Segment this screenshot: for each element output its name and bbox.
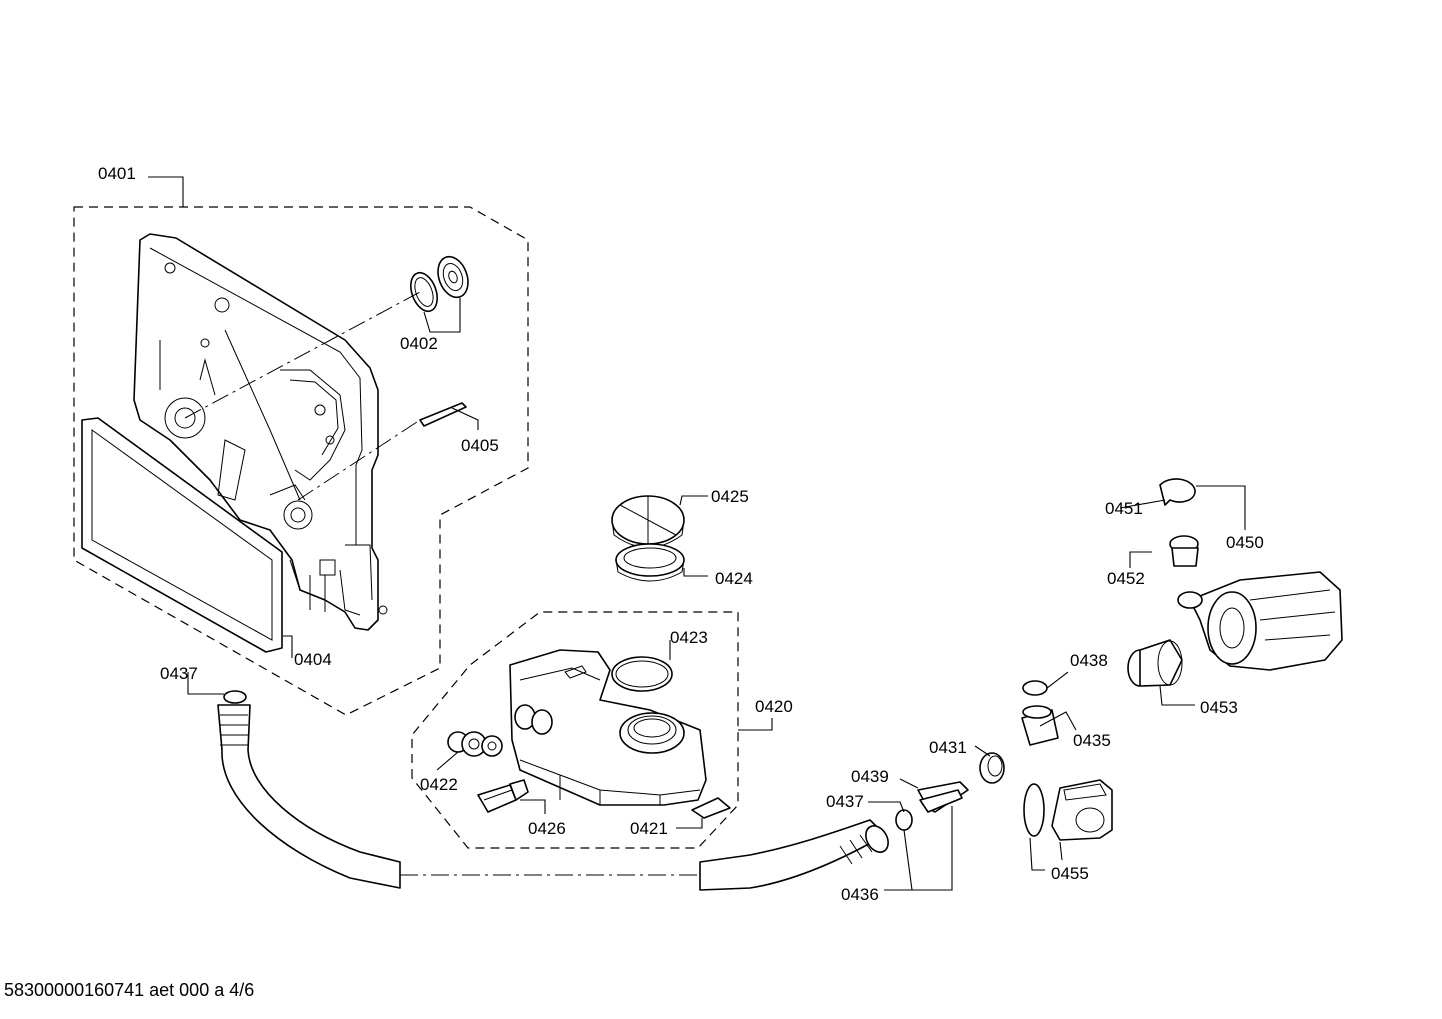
fitting-part: [1169, 535, 1199, 567]
label-0421: 0421: [630, 819, 668, 838]
label-0426: 0426: [528, 819, 566, 838]
hose-seal-ring: [895, 809, 913, 831]
label-0437-left: 0437: [160, 664, 198, 683]
pump-seal-ring: [1023, 783, 1045, 837]
label-0422: 0422: [420, 775, 458, 794]
filter-ring-part: [615, 543, 685, 582]
label-0453: 0453: [1200, 698, 1238, 717]
panel-part: [81, 417, 283, 653]
sump-seal-ring: [611, 656, 673, 692]
base-plate-part: [133, 233, 388, 631]
heat-pump-part: [1177, 571, 1343, 671]
label-0437-right: 0437: [826, 792, 864, 811]
document-reference-footer: 58300000160741 aet 000 a 4/6: [4, 980, 255, 1000]
sump-part: [509, 649, 707, 806]
label-0401: 0401: [98, 164, 136, 183]
label-0438: 0438: [1070, 651, 1108, 670]
label-0405: 0405: [461, 436, 499, 455]
label-0420: 0420: [755, 697, 793, 716]
label-0436: 0436: [841, 885, 879, 904]
label-0452: 0452: [1107, 569, 1145, 588]
temperature-sensor-part: [1021, 705, 1059, 746]
leader-lines: [148, 176, 1246, 891]
drain-pump-part: [1051, 779, 1113, 841]
label-0404: 0404: [294, 650, 332, 669]
filter-cap-part: [611, 495, 685, 548]
seal-rings-part: [410, 255, 469, 313]
label-0424: 0424: [715, 569, 753, 588]
o-ring-part: [1022, 680, 1048, 696]
label-0455: 0455: [1051, 864, 1089, 883]
hose-clamp-part: [1159, 478, 1196, 506]
label-0425: 0425: [711, 487, 749, 506]
check-valves-part: [447, 731, 503, 757]
hose-bracket-part: [917, 781, 969, 813]
label-0431: 0431: [929, 738, 967, 757]
label-0423: 0423: [670, 628, 708, 647]
label-0402: 0402: [400, 334, 438, 353]
label-0450: 0450: [1226, 533, 1264, 552]
part-number-labels: 0401 0402 0405 0404 0437 0425 0424 0423 …: [98, 164, 1264, 904]
label-0451: 0451: [1105, 499, 1143, 518]
label-0439: 0439: [851, 767, 889, 786]
drain-hose-part: [217, 690, 889, 891]
float-blade-part: [419, 402, 467, 427]
label-0435: 0435: [1073, 731, 1111, 750]
clip-part: [691, 797, 731, 819]
connection-sleeve-part: [1127, 639, 1183, 687]
sensor-part: [477, 779, 529, 813]
connector-nut-part: [979, 752, 1005, 784]
